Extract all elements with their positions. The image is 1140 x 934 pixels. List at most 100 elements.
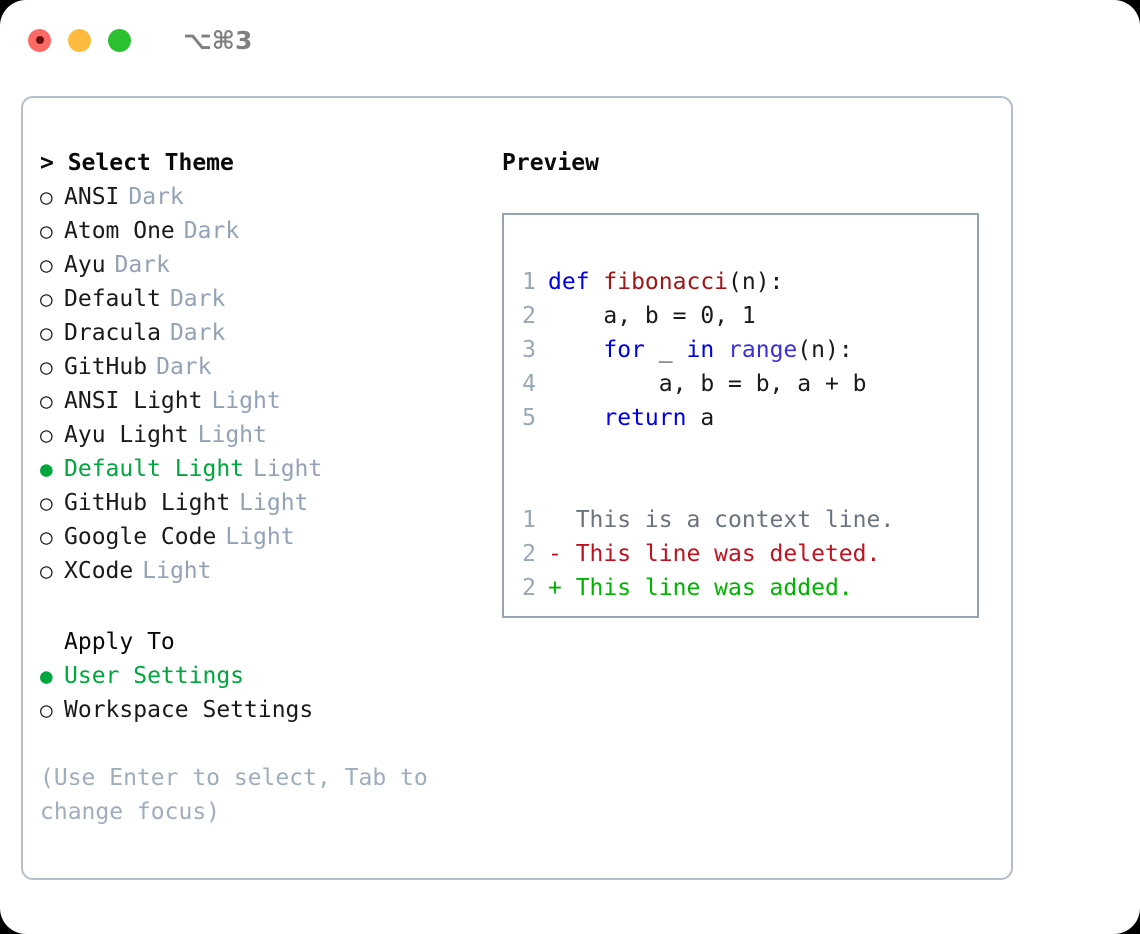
theme-option-label: XCode <box>64 558 134 584</box>
radio-selected-icon: ● <box>40 664 53 688</box>
minimize-button[interactable] <box>68 28 91 52</box>
diff-line-number: 2 <box>522 541 536 567</box>
theme-option-label: Ayu <box>64 252 106 278</box>
diff-line-ctx: 1 This is a context line. <box>504 503 977 537</box>
select-theme-heading: > Select Theme <box>40 146 488 180</box>
maximize-button[interactable] <box>108 28 131 52</box>
theme-option-tag: Dark <box>169 320 226 346</box>
code-line-number: 4 <box>522 371 536 397</box>
code-token <box>714 337 728 363</box>
radio-unselected-icon: ○ <box>40 423 53 447</box>
theme-option-tag: Light <box>197 422 267 448</box>
radio-unselected-icon: ○ <box>40 185 53 209</box>
theme-option-google-code[interactable]: ○ Google Code Light <box>40 520 488 554</box>
radio-unselected-icon: ○ <box>40 491 53 515</box>
code-token: fibonacci <box>603 269 729 295</box>
apply-to-list: ●User Settings ○ Workspace Settings <box>40 659 488 727</box>
code-line: 3 for _ in range(n): <box>504 333 977 367</box>
code-token <box>548 337 603 363</box>
window-title: ⌥⌘3 <box>183 25 253 55</box>
code-token: a, b = b, a + b <box>548 371 867 397</box>
theme-option-default-light[interactable]: ● Default Light Light <box>40 452 488 486</box>
code-diff-spacer <box>504 435 977 469</box>
theme-option-tag: Light <box>239 490 309 516</box>
radio-unselected-icon: ○ <box>40 253 53 277</box>
code-token: a <box>686 405 715 431</box>
theme-option-tag: Light <box>225 524 295 550</box>
radio-unselected-icon: ○ <box>40 219 53 243</box>
code-line: 5 return a <box>504 401 977 435</box>
code-token: range <box>728 337 798 363</box>
code-line: 2 a, b = 0, 1 <box>504 299 977 333</box>
radio-unselected-icon: ○ <box>40 287 53 311</box>
apply-to-option-workspace-settings[interactable]: ○ Workspace Settings <box>40 693 488 727</box>
radio-selected-icon: ● <box>40 457 53 481</box>
theme-option-dracula[interactable]: ○ Dracula Dark <box>40 316 488 350</box>
close-button[interactable] <box>28 28 51 52</box>
radio-unselected-icon: ○ <box>40 525 53 549</box>
theme-option-tag: Dark <box>183 218 240 244</box>
code-token: _ <box>644 337 687 363</box>
radio-unselected-icon: ○ <box>40 698 53 722</box>
code-token: (n): <box>797 337 853 363</box>
apply-to-option-label: Workspace Settings <box>64 697 314 723</box>
select-theme-heading-label: Select Theme <box>67 150 234 176</box>
theme-option-label: ANSI <box>64 184 120 210</box>
theme-option-tag: Light <box>253 456 323 482</box>
theme-option-label: Default <box>64 286 161 312</box>
theme-option-label: Default Light <box>64 456 245 482</box>
radio-unselected-icon: ○ <box>40 355 53 379</box>
theme-option-tag: Dark <box>114 252 170 278</box>
code-line-text: def fibonacci(n): <box>548 265 783 299</box>
code-line-text: a, b = b, a + b <box>548 367 867 401</box>
prompt-caret-icon: > <box>40 150 68 176</box>
code-line-text: return a <box>548 401 714 435</box>
theme-option-label: GitHub Light <box>64 490 231 516</box>
theme-option-label: ANSI Light <box>64 388 203 414</box>
theme-option-github[interactable]: ○ GitHub Dark <box>40 350 488 384</box>
diff-line-add: 2+ This line was added. <box>504 571 977 605</box>
diff-line-text: This is a context line. <box>548 507 895 533</box>
theme-option-ayu[interactable]: ○ Ayu Dark <box>40 248 488 282</box>
theme-option-label: GitHub <box>64 354 148 380</box>
code-line-text: for _ in range(n): <box>548 333 853 367</box>
code-token: in <box>686 337 715 363</box>
apply-to-heading: Apply To <box>64 629 175 655</box>
radio-unselected-icon: ○ <box>40 559 53 583</box>
theme-option-label: Dracula <box>64 320 161 346</box>
diff-line-text: + This line was added. <box>548 575 853 601</box>
theme-option-tag: Dark <box>169 286 226 312</box>
code-token: return <box>603 405 687 431</box>
theme-option-ayu-light[interactable]: ○ Ayu Light Light <box>40 418 488 452</box>
apply-to-option-user-settings[interactable]: ●User Settings <box>40 659 488 693</box>
code-line-number: 5 <box>522 405 536 431</box>
diff-line-text: - This line was deleted. <box>548 541 881 567</box>
radio-unselected-icon: ○ <box>40 321 53 345</box>
code-token: (n): <box>728 269 784 295</box>
preview-heading: Preview <box>502 150 599 176</box>
title-bar: ⌥⌘3 <box>0 0 1140 80</box>
code-line-number: 2 <box>522 303 536 329</box>
diff-line-del: 2 - This line was deleted. <box>504 537 977 571</box>
theme-option-github-light[interactable]: ○ GitHub Light Light <box>40 486 488 520</box>
theme-option-tag: Dark <box>156 354 212 380</box>
diff-sample: 1 This is a context line. 2 - This line wa… <box>504 503 977 605</box>
code-token: for <box>603 337 645 363</box>
code-line: 4 a, b = b, a + b <box>504 367 977 401</box>
code-token: a, b = 0, 1 <box>548 303 756 329</box>
theme-option-tag: Light <box>211 388 281 414</box>
code-token <box>548 405 603 431</box>
theme-option-label: Google Code <box>64 524 217 550</box>
theme-option-label: Ayu Light <box>64 422 189 448</box>
theme-option-default[interactable]: ○ Default Dark <box>40 282 488 316</box>
keyboard-hint: (Use Enter to select, Tab to change focu… <box>40 765 442 825</box>
